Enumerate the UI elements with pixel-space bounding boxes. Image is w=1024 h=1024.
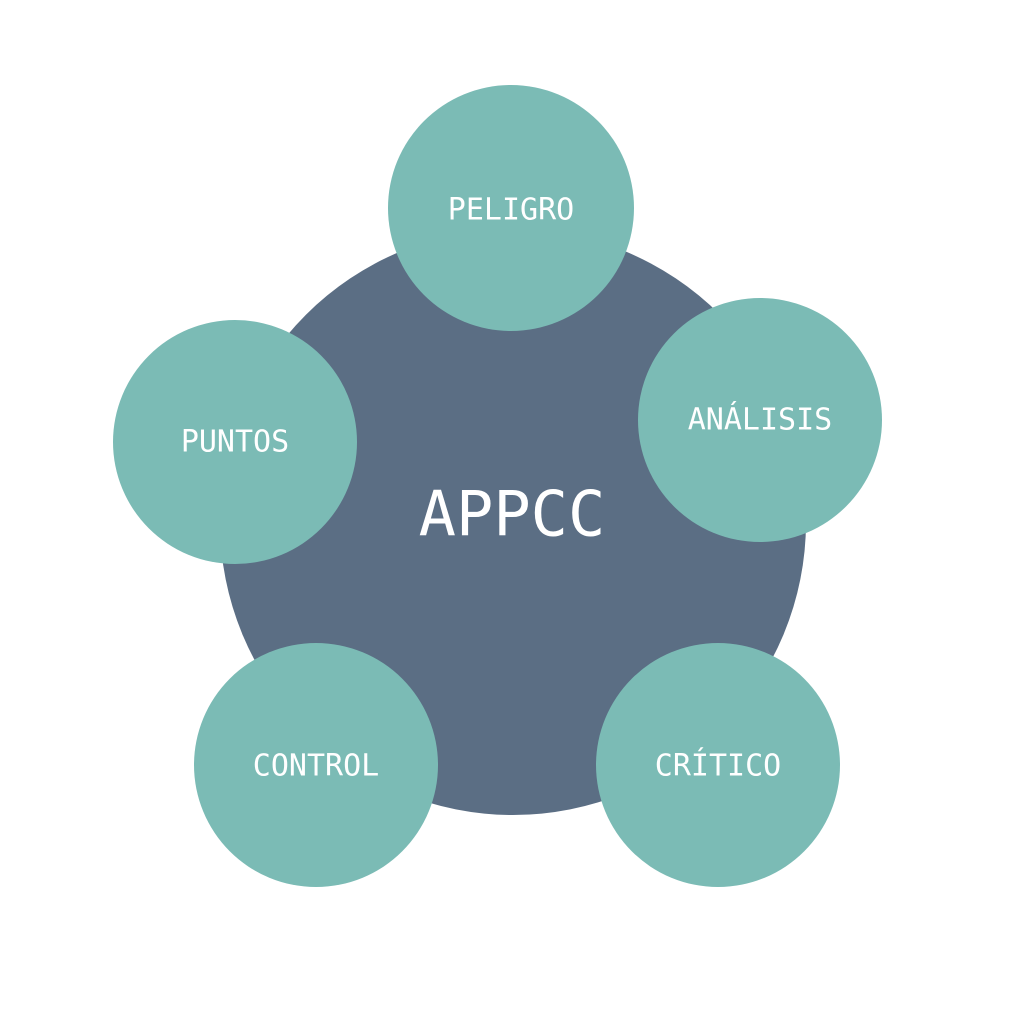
- center-label: APPCC: [419, 478, 606, 551]
- node-control: CONTROL: [194, 643, 438, 887]
- node-peligro: PELIGRO: [388, 85, 634, 331]
- node-puntos: PUNTOS: [113, 320, 357, 564]
- node-analisis: ANÁLISIS: [638, 298, 882, 542]
- node-label: PELIGRO: [448, 193, 574, 228]
- node-label: ANÁLISIS: [688, 402, 833, 438]
- node-label: CRÍTICO: [655, 748, 781, 784]
- node-label: PUNTOS: [181, 425, 289, 460]
- node-critico: CRÍTICO: [596, 643, 840, 887]
- node-label: CONTROL: [253, 749, 379, 784]
